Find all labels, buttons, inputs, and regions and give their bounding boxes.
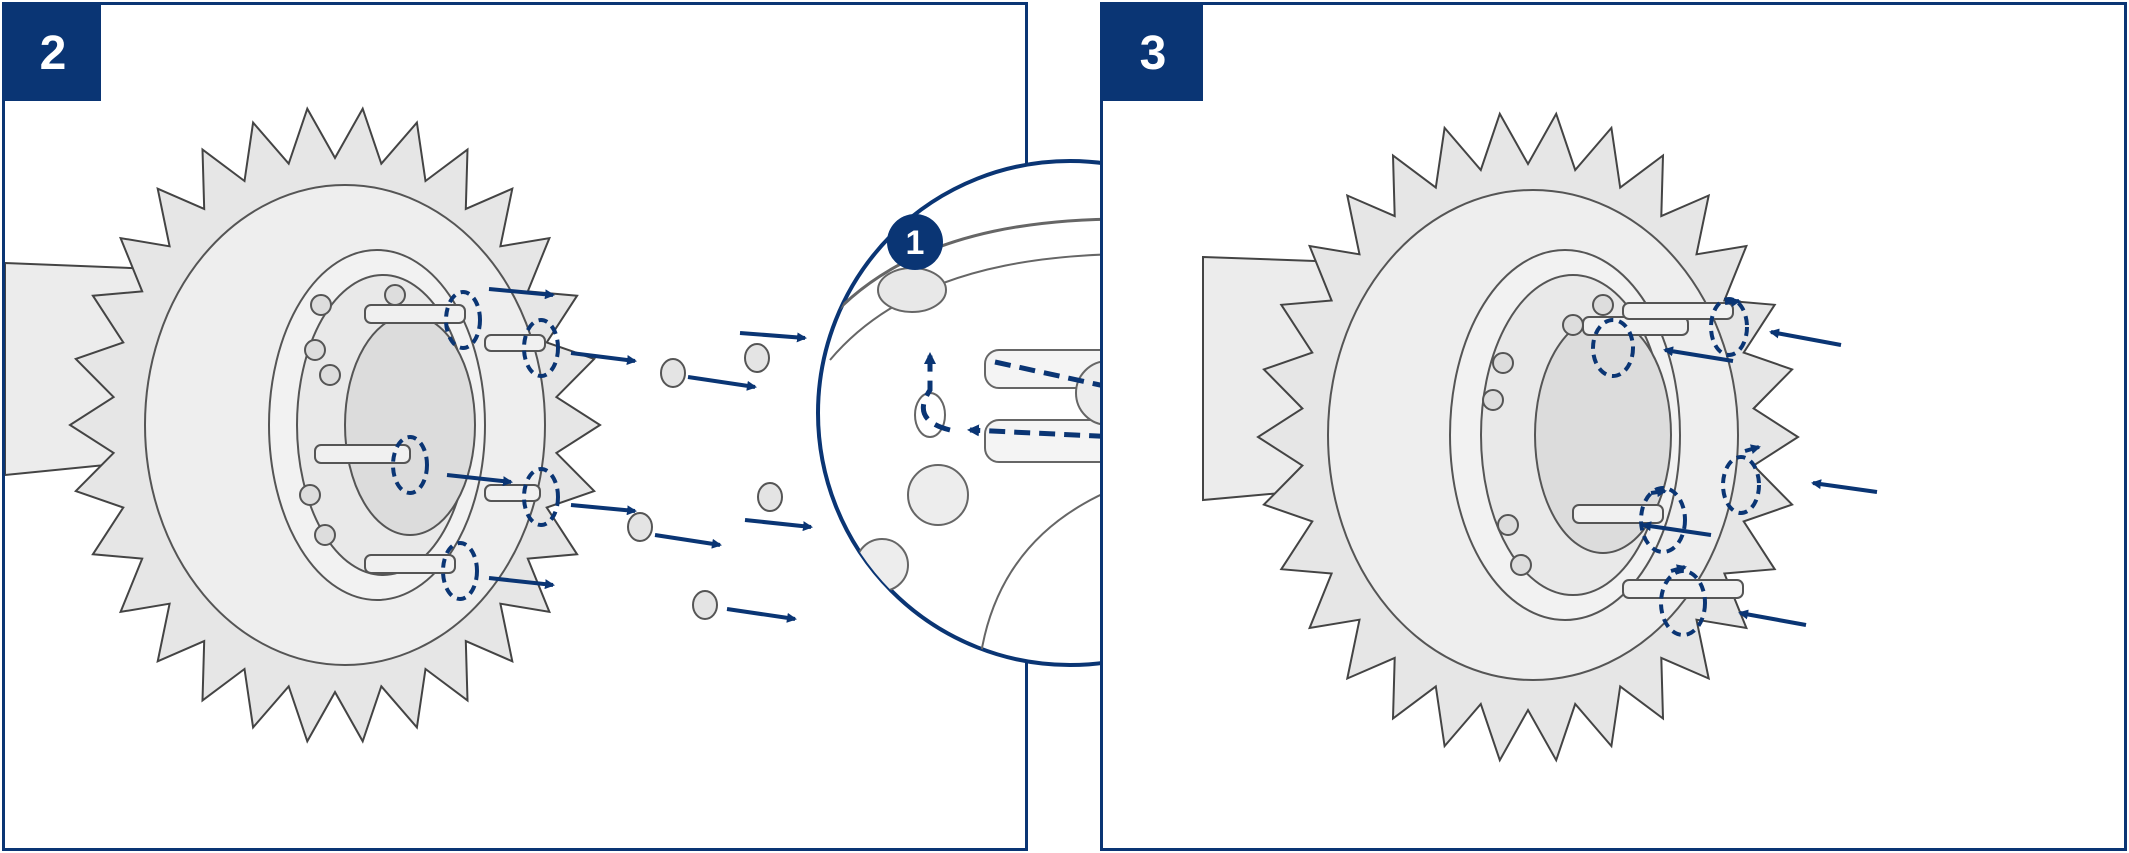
step-panel-3: 3 [1100,2,2127,851]
gear-icon [68,106,602,744]
step-panel-2: 2 [2,2,1028,851]
step-number-badge: 2 [5,5,101,101]
panel-3-illustration [1202,111,1878,763]
step-number: 3 [1139,26,1167,80]
plug-caps [627,343,783,620]
removed-bolts [314,304,546,574]
panel-2-illustration [5,106,813,744]
arrow-icon [1641,297,1878,627]
gear-icon [1256,111,1800,763]
highlight-circles [391,290,560,601]
step-number-badge: 3 [1103,5,1203,101]
arrow-icon [446,287,813,623]
step-number: 2 [39,26,67,80]
bolt-icon [1482,294,1614,576]
